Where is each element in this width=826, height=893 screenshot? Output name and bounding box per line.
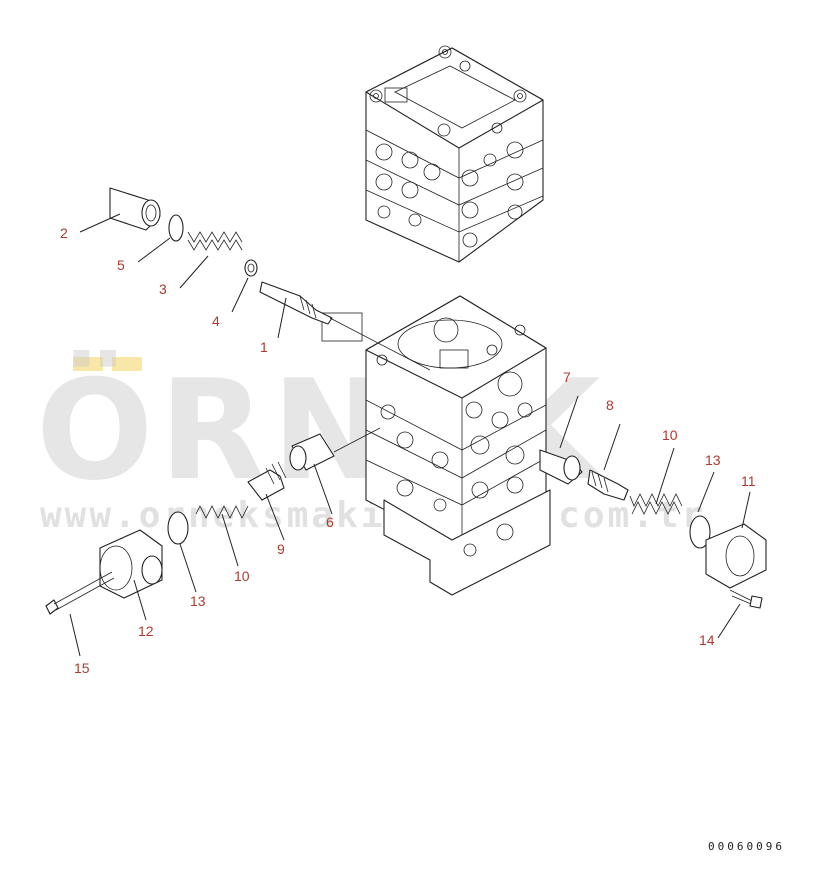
part-2-plug bbox=[109, 187, 161, 231]
callout-2: 2 bbox=[60, 225, 68, 241]
part-6-sleeve bbox=[289, 433, 335, 471]
watermark-accent-right bbox=[112, 357, 142, 371]
part-9-poppet bbox=[247, 461, 287, 501]
callout-10-left: 10 bbox=[234, 568, 250, 584]
part-8-poppet bbox=[587, 469, 629, 501]
leader-lines bbox=[69, 213, 751, 657]
watermark-accent-left bbox=[73, 357, 103, 371]
callout-4: 4 bbox=[212, 313, 220, 329]
part-3-spring bbox=[187, 231, 243, 251]
part-10-spring-right bbox=[629, 493, 683, 515]
part-4-nut bbox=[244, 259, 258, 277]
callout-9: 9 bbox=[277, 541, 285, 557]
callout-11: 11 bbox=[741, 473, 756, 489]
callout-1: 1 bbox=[260, 339, 268, 355]
part-13-o-ring-left bbox=[167, 511, 189, 545]
callout-8: 8 bbox=[606, 397, 614, 413]
main-valve-block bbox=[321, 295, 551, 596]
part-12-cover bbox=[99, 529, 163, 599]
callout-labels: 2 5 3 4 1 7 8 10 13 11 6 9 10 13 12 15 1… bbox=[60, 225, 756, 676]
callout-6: 6 bbox=[326, 514, 334, 530]
part-14-bolt bbox=[729, 589, 763, 609]
callout-7: 7 bbox=[563, 369, 571, 385]
reference-valve-block bbox=[365, 45, 544, 263]
part-7-sleeve bbox=[539, 449, 583, 485]
callout-12: 12 bbox=[138, 623, 154, 639]
drawing-number: 00060096 bbox=[708, 840, 785, 853]
callout-3: 3 bbox=[159, 281, 167, 297]
callout-10-right: 10 bbox=[662, 427, 678, 443]
part-10-spring-left bbox=[195, 505, 249, 519]
callout-5: 5 bbox=[117, 257, 125, 273]
part-15-bolt bbox=[45, 571, 115, 615]
part-11-cover bbox=[705, 523, 767, 589]
callout-14: 14 bbox=[699, 632, 715, 648]
callout-15: 15 bbox=[74, 660, 90, 676]
callout-13-right: 13 bbox=[705, 452, 721, 468]
part-1-spool bbox=[259, 281, 333, 325]
part-5-o-ring bbox=[168, 214, 184, 242]
part-13-o-ring-right bbox=[689, 515, 711, 549]
callout-13-left: 13 bbox=[190, 593, 206, 609]
